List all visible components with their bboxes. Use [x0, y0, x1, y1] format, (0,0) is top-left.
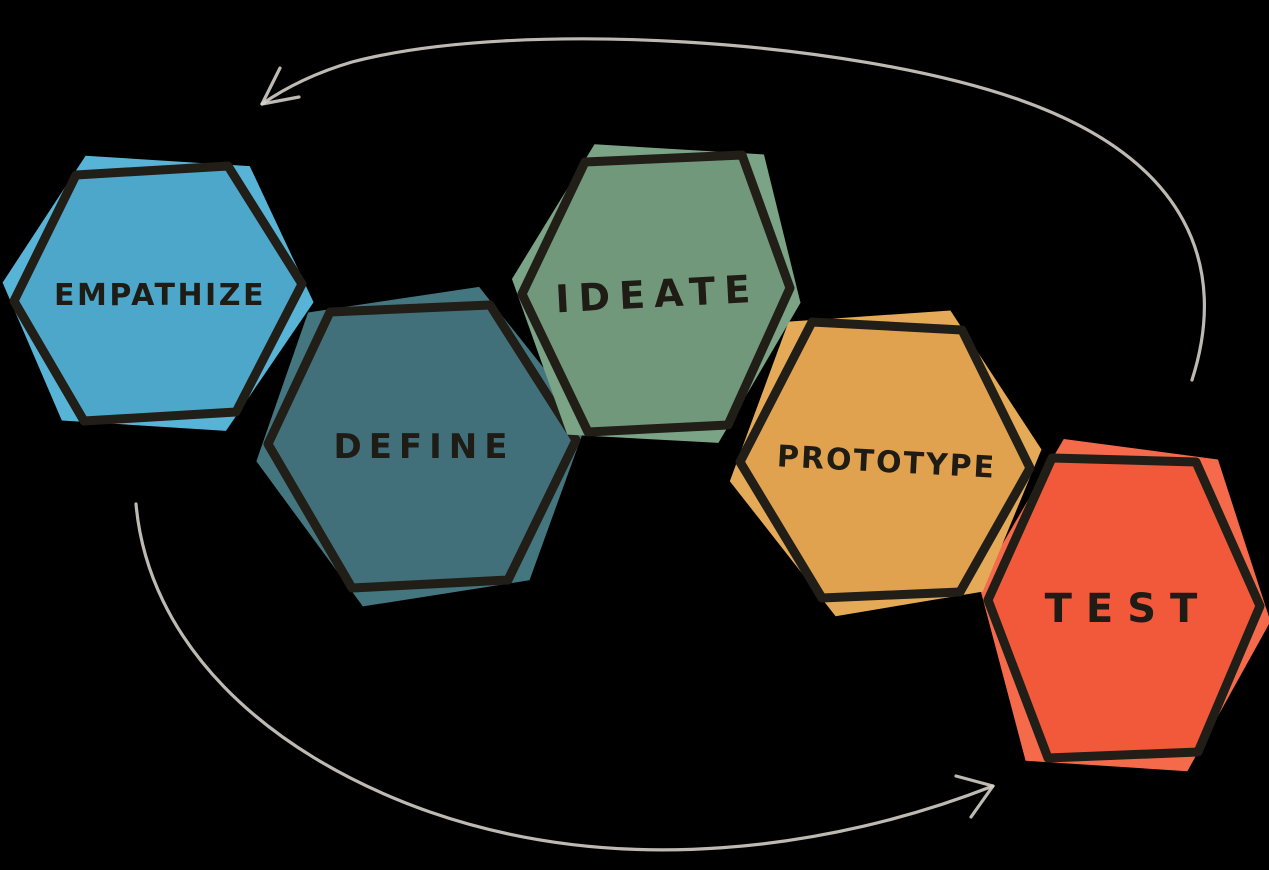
- cycle-arrow-bottom-path: [134, 502, 995, 852]
- hexagon-empathize-shape: [9, 161, 307, 426]
- hexagon-empathize: EMPATHIZE: [2, 155, 314, 431]
- hexagon-test: TEST: [978, 438, 1269, 772]
- hexagon-prototype: PROTOTYPE: [729, 310, 1042, 617]
- cycle-arrow-top: [260, 37, 1206, 382]
- hexagon-ideate-label: IDEATE: [554, 267, 760, 322]
- cycle-arrow-top-arrowhead-icon: [260, 66, 301, 106]
- cycle-arrow-bottom: [134, 502, 995, 852]
- hexagon-define-label: DEFINE: [333, 427, 514, 467]
- hexagon-ideate: IDEATE: [511, 144, 801, 443]
- hexagon-empathize-label: EMPATHIZE: [54, 278, 266, 313]
- cycle-arrow-top-path: [260, 37, 1206, 382]
- hexagon-ideate-shape: [517, 150, 795, 437]
- hexagon-define-shape: [263, 300, 581, 593]
- cycle-arrow-bottom-arrowhead-icon: [954, 774, 995, 819]
- hexagon-test-label: TEST: [1045, 586, 1212, 632]
- hexagon-define: DEFINE: [256, 286, 587, 607]
- hexagon-test-shape: [983, 453, 1265, 763]
- hexagon-prototype-shape: [735, 317, 1035, 603]
